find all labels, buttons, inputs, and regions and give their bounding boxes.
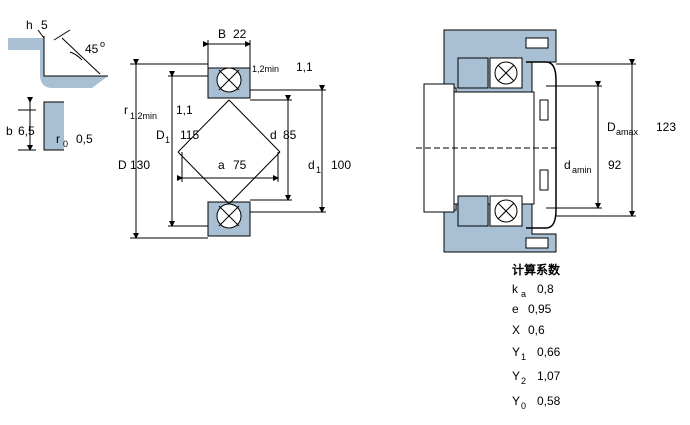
groove-r0-sub: 0	[63, 139, 68, 149]
dim-Da-symbol: D	[607, 120, 616, 134]
dim-d-value: 85	[283, 128, 297, 142]
groove-r0-symbol: r	[56, 132, 60, 146]
factor-symbol: k	[512, 282, 519, 296]
dim-D1-sub: 1	[165, 135, 170, 145]
dim-d1-value: 100	[331, 158, 351, 172]
factor-sub: 1	[521, 352, 526, 362]
factor-symbol: X	[512, 323, 520, 337]
factor-symbol: Y	[512, 394, 520, 408]
factor-value: 1,07	[537, 369, 561, 383]
groove-h-value: 5	[41, 18, 48, 32]
dim-a-value: 75	[233, 158, 247, 172]
dim-d-symbol: d	[270, 128, 277, 142]
factor-value: 0,6	[528, 323, 545, 337]
dim-r-left-sub: 1,2min	[130, 111, 157, 121]
dim-Da-sub: amax	[616, 127, 639, 137]
dim-B-symbol: B	[218, 27, 226, 41]
dim-D-symbol: D	[118, 158, 127, 172]
dim-d1-sub: 1	[316, 165, 321, 175]
dim-r-left-value: 1,1	[176, 103, 193, 117]
dim-D-value: 130	[130, 158, 150, 172]
factor-value: 0,58	[537, 394, 561, 408]
groove-b-symbol: b	[6, 124, 13, 138]
dim-da-value: 92	[608, 158, 622, 172]
dim-D1-value: 115	[180, 128, 199, 142]
dim-r-top-symbol: 1,2min	[252, 64, 279, 74]
factor-value: 0,66	[537, 345, 561, 359]
dim-d1-symbol: d	[308, 158, 315, 172]
groove-r0-value: 0,5	[76, 132, 93, 146]
factor-value: 0,8	[537, 282, 554, 296]
dim-D1-symbol: D	[156, 128, 165, 142]
groove-b-value: 6,5	[18, 124, 35, 138]
dim-Da-value: 123	[656, 120, 676, 134]
groove-detail: h 5 45 o b 6,5 r 0 0,5	[6, 18, 108, 151]
groove-angle-unit: o	[100, 39, 105, 49]
factors-panel: 计算系数 k a 0,8 e 0,95 X 0,6 Y 1 0,66 Y 2 1…	[512, 262, 561, 411]
dim-a-symbol: a	[218, 158, 225, 172]
factor-sub: 0	[521, 401, 526, 411]
factor-value: 0,95	[528, 302, 552, 316]
factor-symbol: Y	[512, 369, 520, 383]
dim-da-symbol: d	[564, 158, 571, 172]
factors-title: 计算系数	[512, 262, 561, 277]
dim-r-left-symbol: r	[124, 103, 128, 117]
mounting-arrangement: D amax 123 d amin 92	[416, 29, 676, 253]
bearing-section: B 22 1,2min 1,1 r 1,2min 1,1 D 1 115 d 8…	[118, 27, 351, 239]
dim-da-sub: amin	[572, 165, 592, 175]
factor-sub: 2	[521, 376, 526, 386]
groove-h-symbol: h	[26, 18, 33, 32]
factor-symbol: e	[512, 302, 519, 316]
dim-B-value: 22	[233, 27, 247, 41]
factor-symbol: Y	[512, 345, 520, 359]
dim-r-top-value: 1,1	[296, 60, 313, 74]
factor-sub: a	[521, 289, 526, 299]
groove-angle-value: 45	[85, 42, 99, 56]
